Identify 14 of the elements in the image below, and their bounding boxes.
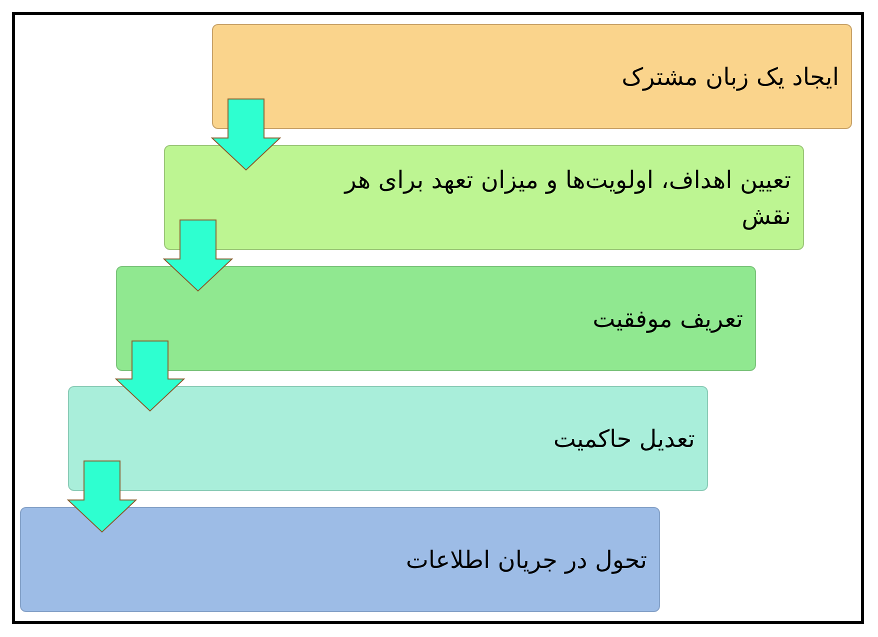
down-arrow [162,220,234,292]
step-box [20,507,660,612]
step-box [68,386,708,491]
step-box [116,266,756,371]
step-text: تعیین اهداف، اولویت‌ها و میزان تعهد برای هر نقش [342,164,791,232]
down-arrow [66,460,138,533]
down-arrow [114,340,186,412]
step-text: تحول در جریان اطلاعات [404,544,647,576]
step-box [212,24,852,129]
step-text: تعدیل حاکمیت [552,424,695,454]
step-text: ایجاد یک زبان مشترک [620,62,839,93]
step-text: تعریف موفقیت [592,304,743,335]
down-arrow [210,98,282,171]
step-box [164,145,804,250]
